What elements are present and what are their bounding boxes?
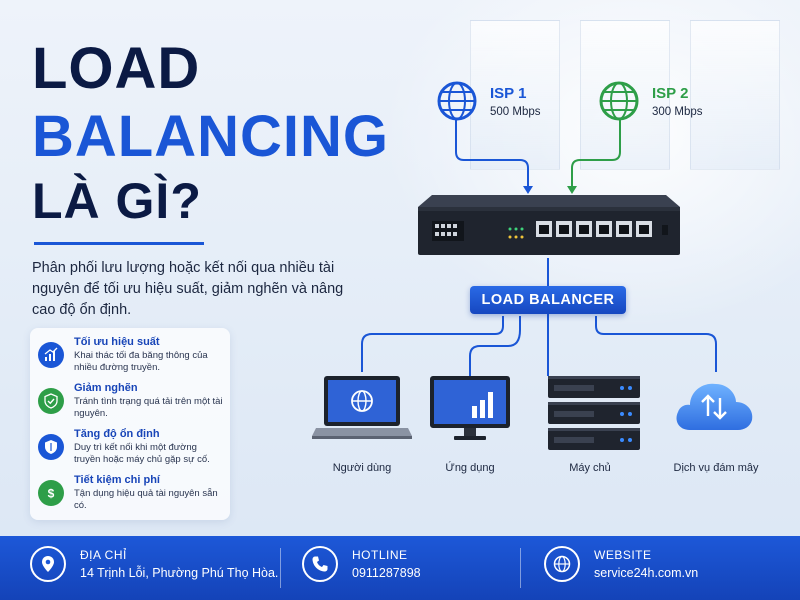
isp-1-name: ISP 1 xyxy=(490,84,527,102)
location-pin-icon xyxy=(30,546,66,582)
benefit-text: Tận dụng hiệu quả tài nguyên sẵn có. xyxy=(74,488,218,511)
benefit-title: Tiết kiệm chi phí xyxy=(74,474,160,486)
website-value[interactable]: service24h.com.vn xyxy=(594,566,699,580)
connection-lines xyxy=(361,120,717,376)
footer: ĐỊA CHỈ 14 Trịnh Lỗi, Phường Phú Thọ Hòa… xyxy=(0,536,800,600)
benefit-item: Tăng độ ổn định Duy trì kết nối khi một … xyxy=(38,426,224,465)
shield-icon xyxy=(38,434,64,460)
isp-2-name: ISP 2 xyxy=(652,84,689,102)
benefit-title: Tối ưu hiệu suất xyxy=(74,336,160,348)
footer-address: ĐỊA CHỈ 14 Trịnh Lỗi, Phường Phú Thọ Hòa… xyxy=(30,546,278,582)
isp-1: ISP 1 500 Mbps xyxy=(436,80,541,122)
title-line-1: LOAD xyxy=(32,36,201,101)
laptop-icon xyxy=(312,376,412,439)
benefit-text: Duy trì kết nối khi một đường truyền hoặ… xyxy=(74,442,210,465)
shield-check-icon xyxy=(38,388,64,414)
benefit-item: Tối ưu hiệu suất Khai thác tối đa băng t… xyxy=(38,334,224,373)
benefit-text: Khai thác tối đa băng thông của nhiều đư… xyxy=(74,350,208,373)
title-line-2: BALANCING xyxy=(32,104,389,169)
globe-icon xyxy=(599,81,639,121)
dollar-icon: $ xyxy=(38,480,64,506)
hotline-value[interactable]: 0911287898 xyxy=(352,566,421,580)
benefit-title: Tăng độ ổn định xyxy=(74,428,160,440)
phone-icon xyxy=(302,546,338,582)
device-label-users: Người dùng xyxy=(332,462,392,474)
address-value: 14 Trịnh Lỗi, Phường Phú Thọ Hòa. xyxy=(80,566,279,580)
device-label-cloud: Dịch vụ đám mây xyxy=(673,462,759,474)
footer-divider xyxy=(280,548,281,588)
hotline-label: HOTLINE xyxy=(352,548,408,562)
background-window xyxy=(580,20,670,170)
benefits-card: Tối ưu hiệu suất Khai thác tối đa băng t… xyxy=(30,328,230,520)
load-balancer-label: LOAD BALANCER xyxy=(470,286,626,314)
benefit-text: Tránh tình trạng quá tải trên một tài ng… xyxy=(74,396,223,419)
description: Phân phối lưu lượng hoặc kết nối qua nhi… xyxy=(32,260,344,318)
title-underline xyxy=(34,242,204,245)
background-window xyxy=(690,20,780,170)
website-label: WEBSITE xyxy=(594,548,652,562)
address-label: ĐỊA CHỈ xyxy=(80,548,127,562)
isp-2-speed: 300 Mbps xyxy=(652,105,703,118)
page-title: LOAD BALANCING LÀ GÌ? xyxy=(32,36,389,229)
chart-up-icon xyxy=(38,342,64,368)
svg-text:$: $ xyxy=(48,487,55,501)
device-label-applications: Ứng dụng xyxy=(445,462,495,474)
background-window xyxy=(470,20,560,170)
title-line-3: LÀ GÌ? xyxy=(32,173,202,229)
network-switch xyxy=(418,195,680,255)
footer-website[interactable]: WEBSITE service24h.com.vn xyxy=(544,546,698,582)
isp-2: ISP 2 300 Mbps xyxy=(598,80,703,122)
benefit-title: Giảm nghẽn xyxy=(74,382,138,394)
benefit-item: Giảm nghẽn Tránh tình trạng quá tải trên… xyxy=(38,380,224,419)
globe-icon xyxy=(437,81,477,121)
server-icon xyxy=(548,376,640,450)
device-label-servers: Máy chủ xyxy=(569,462,611,474)
globe-icon xyxy=(544,546,580,582)
footer-divider xyxy=(520,548,521,588)
footer-hotline[interactable]: HOTLINE 0911287898 xyxy=(302,546,421,582)
monitor-chart-icon xyxy=(430,376,510,440)
benefit-item: $ Tiết kiệm chi phí Tận dụng hiệu quả tà… xyxy=(38,472,224,511)
isp-1-speed: 500 Mbps xyxy=(490,105,541,118)
cloud-icon xyxy=(676,383,753,430)
